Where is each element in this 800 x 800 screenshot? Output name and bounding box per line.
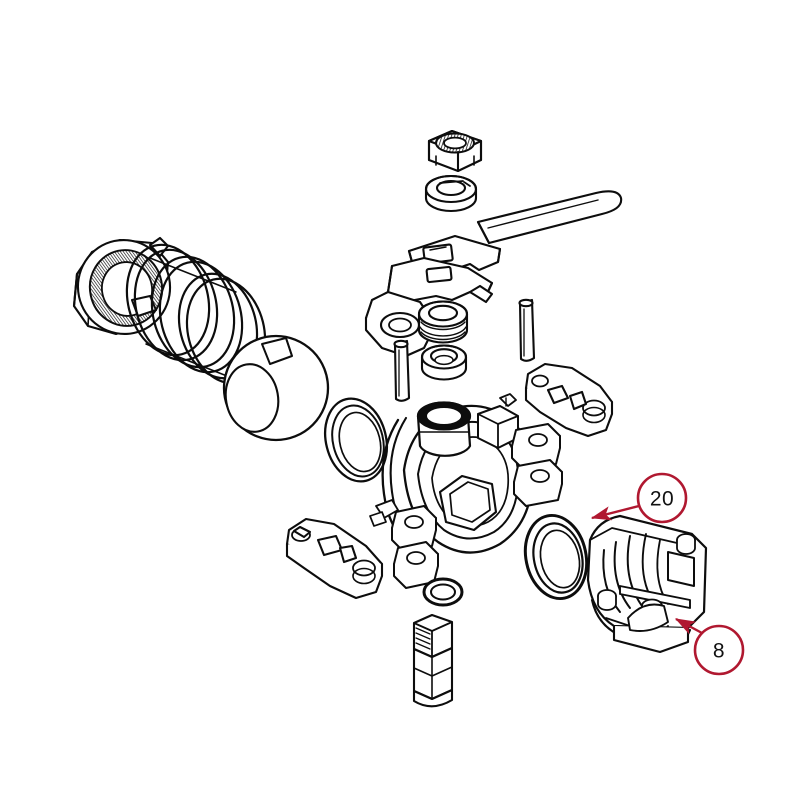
callout-20-label: 20 (650, 488, 674, 511)
callout-20-leader (590, 504, 640, 521)
part-dowel-pin-left (393, 339, 411, 402)
part-o-ring-small (422, 577, 464, 607)
part-hex-nut (427, 129, 483, 173)
callout-8[interactable]: 8 (674, 617, 745, 676)
part-gland-nut (417, 300, 469, 344)
part-stop-lever-left (285, 517, 384, 600)
part-lock-washer (424, 174, 478, 213)
part-handle-lever (364, 190, 623, 358)
part-body-seal-ring (523, 513, 589, 601)
callout-8-label: 8 (713, 640, 725, 663)
callout-8-circle[interactable] (693, 624, 745, 676)
part-stem-bolt (412, 613, 454, 708)
part-valve-body (369, 393, 563, 589)
part-seat-ring-center (324, 397, 388, 483)
part-stop-lever-right (524, 362, 614, 438)
part-dowel-pin-right (518, 298, 536, 362)
callout-20[interactable]: 20 (590, 472, 688, 524)
part-ball (222, 334, 330, 442)
callout-8-leader (674, 617, 703, 635)
callout-layer: 20 8 (590, 472, 745, 676)
callout-20-circle[interactable] (636, 472, 688, 524)
part-packing-washer (420, 344, 468, 381)
part-right-end-cap-flange (586, 514, 708, 654)
